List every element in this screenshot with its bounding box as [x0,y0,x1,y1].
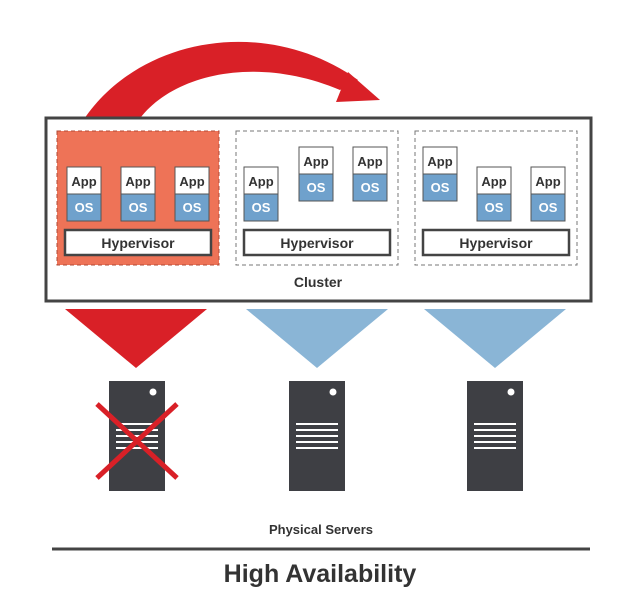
migration-arrow-head [336,72,380,102]
vm-host2-3: App OS [352,146,388,202]
migration-arrow-body [72,41,358,140]
server-failed-icon [95,381,179,491]
vm-host3-3: App OS [530,166,566,222]
connector-triangle-healthy [246,309,388,368]
cluster-label: Cluster [294,274,343,290]
vm-app-label: App [481,174,506,189]
vm-host1-3: App OS [174,166,210,222]
vm-os-label: OS [431,180,450,195]
host-2: App OS App OS App OS Hypervisor [235,130,399,266]
vm-app-label: App [303,154,328,169]
hypervisor-box [63,228,213,257]
vm-app-label: App [427,154,452,169]
vm-app-label: App [248,174,273,189]
hypervisor-label: Hypervisor [280,235,354,251]
hypervisor-label: Hypervisor [101,235,175,251]
vm-host1-2: App OS [120,166,156,222]
vm-host2-1: App OS [243,166,279,222]
vm-os-label: OS [307,180,326,195]
diagram-title: High Availability [223,560,417,588]
vm-host1-1: App OS [66,166,102,222]
vm-os-label: OS [75,200,94,215]
host-failed: App OS App OS App OS Hypervisor [56,130,220,266]
hypervisor-box [242,228,392,257]
red-x-icon [95,402,179,480]
vm-os-label: OS [129,200,148,215]
connector-triangle-healthy [424,309,566,368]
vm-app-label: App [357,154,382,169]
vm-app-label: App [535,174,560,189]
vm-os-label: OS [361,180,380,195]
hypervisor-box [421,228,571,257]
connector-triangle-failed [65,309,207,368]
server-healthy-icon [467,381,523,491]
server-healthy-icon [289,381,345,491]
host-3: App OS App OS App OS Hypervisor [414,130,578,266]
hypervisor-label: Hypervisor [459,235,533,251]
vm-host3-2: App OS [476,166,512,222]
host-2-outline [235,130,399,266]
physical-servers-label: Physical Servers [269,522,373,537]
vm-os-label: OS [252,200,271,215]
vm-host2-2: App OS [298,146,334,202]
migration-arrow-icon [72,41,380,140]
vm-app-label: App [71,174,96,189]
vm-os-label: OS [183,200,202,215]
vm-app-label: App [125,174,150,189]
host-3-outline [414,130,578,266]
vm-os-label: OS [539,200,558,215]
vm-app-label: App [179,174,204,189]
vm-os-label: OS [485,200,504,215]
vm-host3-1: App OS [422,146,458,202]
